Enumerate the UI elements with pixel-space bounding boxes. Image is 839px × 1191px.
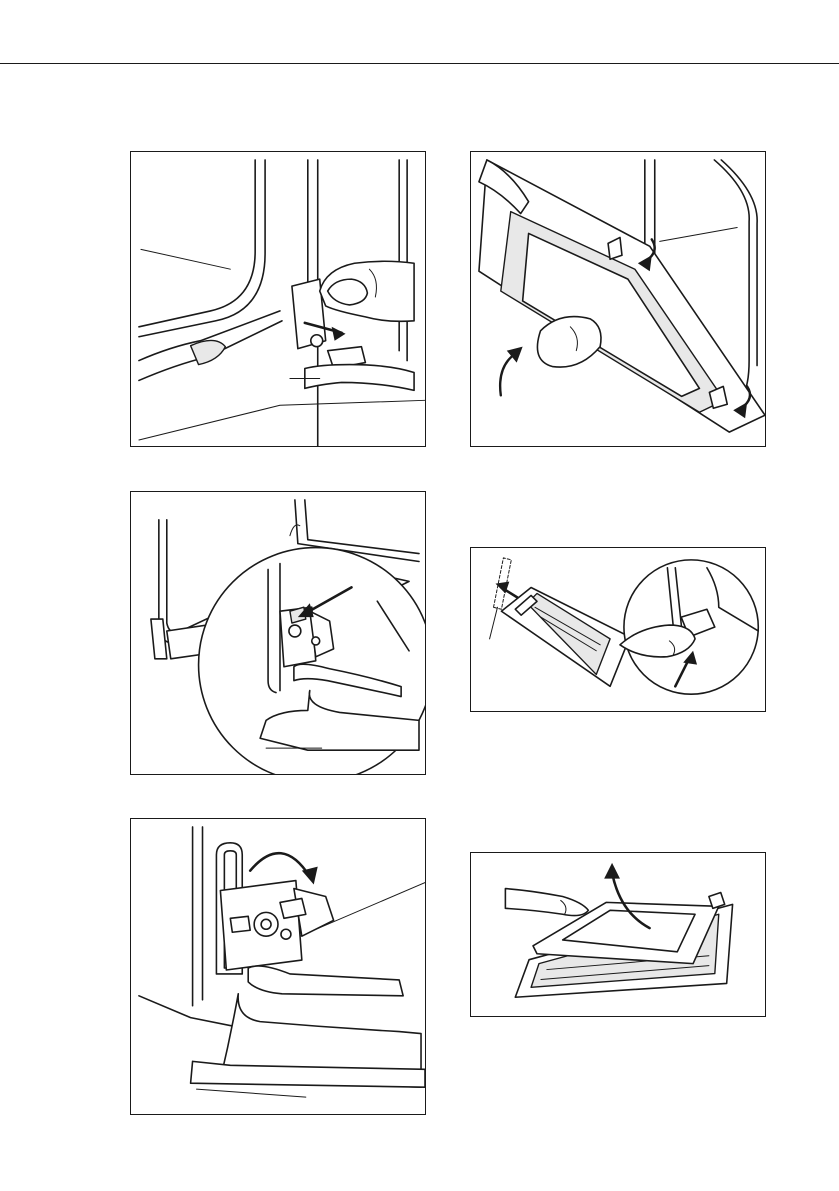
- door-lift-and-remove-illustration-icon: [471, 152, 765, 446]
- figure-glass-panel-lift: [470, 852, 766, 1017]
- header-rule: [0, 63, 839, 64]
- figure-hinge-lock-detail: [130, 491, 426, 775]
- figure-glass-panel-tab: [470, 547, 766, 712]
- figure-door-lift-remove: [470, 151, 766, 447]
- figure-hinge-lever-release: [130, 151, 426, 447]
- hinge-lever-release-illustration-icon: [131, 152, 425, 446]
- hinge-lock-detail-illustration-icon: [131, 492, 425, 774]
- glass-panel-tab-press-illustration-icon: [471, 548, 765, 711]
- figure-hinge-lever-rotate: [130, 818, 426, 1115]
- hinge-lever-rotate-illustration-icon: [131, 819, 425, 1114]
- glass-panel-lift-out-illustration-icon: [471, 853, 765, 1016]
